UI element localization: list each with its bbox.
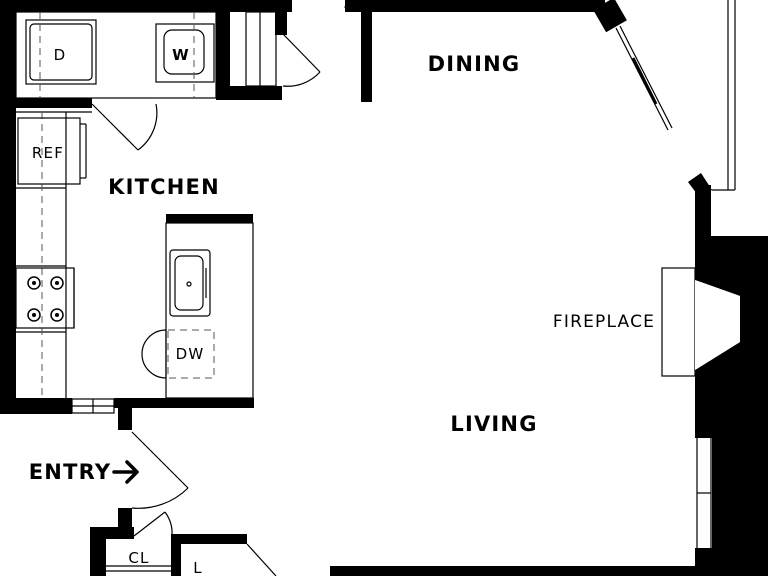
fireplace-hearth xyxy=(661,267,740,377)
closet-divider xyxy=(171,536,181,576)
kitchen-sink xyxy=(169,249,211,317)
room-label-living: LIVING xyxy=(450,412,537,436)
kitchen-counters xyxy=(16,111,254,399)
closet-wall xyxy=(230,86,282,100)
dining-left-wall xyxy=(361,0,372,102)
range xyxy=(15,267,75,329)
fixture-label-washer: W xyxy=(172,46,190,64)
room-label-entry: ENTRY xyxy=(29,460,111,484)
right-wall-upper xyxy=(695,185,711,267)
laundry-top-wall xyxy=(0,0,292,12)
closet-jamb xyxy=(118,508,132,538)
closet-block-left xyxy=(90,527,106,576)
room-label-kitchen: KITCHEN xyxy=(108,175,220,199)
kitchen-bottom-wall-right xyxy=(114,398,254,408)
fixture-label-linen: L xyxy=(193,559,203,576)
dining-corner xyxy=(593,0,627,33)
fireplace-firebox xyxy=(695,280,740,370)
closet-top-wall xyxy=(275,0,287,35)
island-top-wall xyxy=(166,214,253,223)
right-wall-lower xyxy=(695,548,713,576)
laundry-right-wall xyxy=(216,0,230,100)
room-label-dining: DINING xyxy=(428,52,521,76)
room-label-fireplace: FIREPLACE xyxy=(553,312,655,332)
linen-top-wall xyxy=(171,534,247,544)
fireplace-hearth-box xyxy=(661,267,696,377)
left-exterior-wall xyxy=(0,0,16,398)
laundry-bottom-wall xyxy=(0,98,92,108)
right-wall-corner xyxy=(688,173,712,198)
windows xyxy=(71,0,736,572)
doors xyxy=(91,0,352,576)
fixture-label-closet: CL xyxy=(128,549,149,567)
fixture-label-refrigerator: REF xyxy=(32,144,64,162)
entry-jamb xyxy=(118,406,132,430)
dining-top-wall xyxy=(345,0,605,12)
fixture-label-dishwasher: DW xyxy=(176,345,205,363)
entry-arrow-icon xyxy=(112,460,139,484)
laundry-area xyxy=(15,11,277,99)
living-bottom-wall xyxy=(330,566,768,576)
dishwasher xyxy=(141,329,215,379)
fixture-label-dryer: D xyxy=(54,46,67,64)
kitchen-bottom-wall xyxy=(0,398,72,414)
refrigerator xyxy=(17,117,87,185)
fireplace-chimney xyxy=(695,236,768,576)
